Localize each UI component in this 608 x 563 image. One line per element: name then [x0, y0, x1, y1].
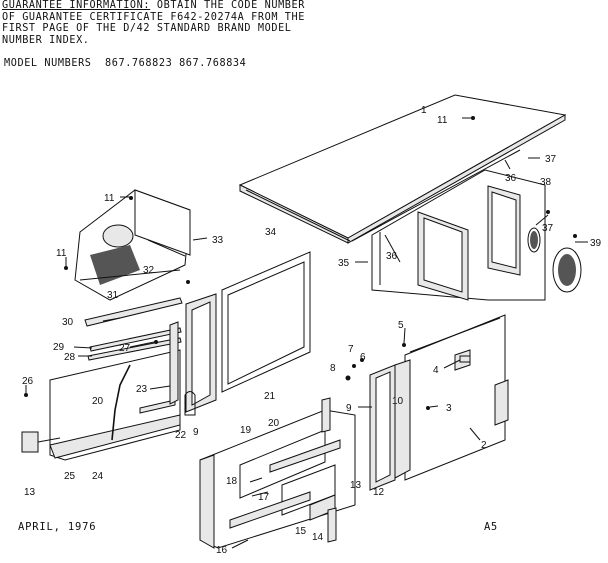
callout-13-left: 13 [24, 487, 36, 498]
guarantee-line-1-text: OBTAIN THE CODE NUMBER [150, 0, 306, 11]
callout-20-front: 20 [268, 418, 280, 429]
callout-35: 35 [338, 258, 350, 269]
vertical-rail [169, 293, 217, 416]
callout-labels: 1 2 3 4 5 6 7 8 9 9 10 11 11 11 12 13 13… [22, 105, 602, 556]
callout-31: 31 [107, 290, 119, 301]
top-cover-panel [238, 94, 567, 244]
callout-28: 28 [64, 352, 76, 363]
callout-37-top: 37 [545, 154, 557, 165]
callout-23: 23 [136, 384, 148, 395]
callout-36-right: 36 [505, 173, 517, 184]
callout-21: 21 [264, 391, 276, 402]
callout-11-top: 11 [437, 115, 448, 126]
callout-22: 22 [175, 430, 187, 441]
callout-25: 25 [64, 471, 76, 482]
callout-16: 16 [216, 545, 228, 556]
callout-34: 34 [265, 227, 277, 238]
fasteners [24, 116, 577, 410]
callout-17: 17 [258, 492, 270, 503]
front-panel [199, 397, 356, 549]
callout-37-side: 37 [542, 223, 554, 234]
guarantee-info-line-2: OF GUARANTEE CERTIFICATE F642-20274A FRO… [2, 11, 306, 23]
callout-36-center: 36 [386, 251, 398, 262]
callout-38: 38 [540, 177, 552, 188]
filter-frame [221, 251, 311, 393]
callout-19: 19 [240, 425, 252, 436]
callout-4: 4 [433, 365, 439, 376]
right-side-panel [404, 314, 509, 481]
callout-32: 32 [143, 265, 155, 276]
callout-11-housing: 11 [104, 193, 115, 204]
callout-26: 26 [22, 376, 34, 387]
guarantee-heading: GUARANTEE INFORMATION: [2, 0, 151, 11]
callout-9-left: 9 [193, 427, 199, 438]
model-numbers: MODEL NUMBERS 867.768823 867.768834 [4, 58, 247, 69]
callout-7: 7 [348, 344, 354, 355]
guarantee-info-line-4: NUMBER INDEX. [2, 34, 90, 46]
callout-24: 24 [92, 471, 104, 482]
cabinet-housing [371, 169, 546, 301]
callout-27: 27 [119, 343, 131, 354]
guarantee-info-line-1: GUARANTEE INFORMATION: OBTAIN THE CODE N… [2, 0, 305, 12]
fan-housing [74, 189, 191, 301]
callout-39: 39 [590, 238, 602, 249]
callout-20-left: 20 [92, 396, 104, 407]
callout-13-center: 13 [350, 480, 362, 491]
rear-grille [527, 227, 582, 293]
chassis-panel [21, 349, 181, 461]
front-frame [369, 359, 411, 491]
callout-6: 6 [360, 352, 366, 363]
footer-date: APRIL, 1976 [18, 521, 97, 533]
callout-11-left: 11 [56, 248, 67, 259]
guarantee-info-line-3: FIRST PAGE OF THE D/42 STANDARD BRAND MO… [2, 23, 292, 34]
callout-33: 33 [212, 235, 224, 246]
leader-lines [25, 117, 588, 549]
callout-3: 3 [446, 403, 452, 414]
callout-14: 14 [312, 532, 324, 543]
callout-12: 12 [373, 487, 385, 498]
callout-29: 29 [53, 342, 65, 353]
callout-15: 15 [295, 526, 307, 537]
callout-5: 5 [398, 320, 404, 331]
callout-8: 8 [330, 363, 336, 374]
footer-page-code: A5 [484, 521, 498, 533]
callout-10: 10 [392, 396, 404, 407]
callout-18: 18 [226, 476, 238, 487]
callout-1: 1 [421, 105, 427, 116]
callout-2: 2 [481, 440, 487, 451]
callout-30: 30 [62, 317, 74, 328]
slide-rails [84, 297, 183, 361]
callout-9-right: 9 [346, 403, 352, 414]
